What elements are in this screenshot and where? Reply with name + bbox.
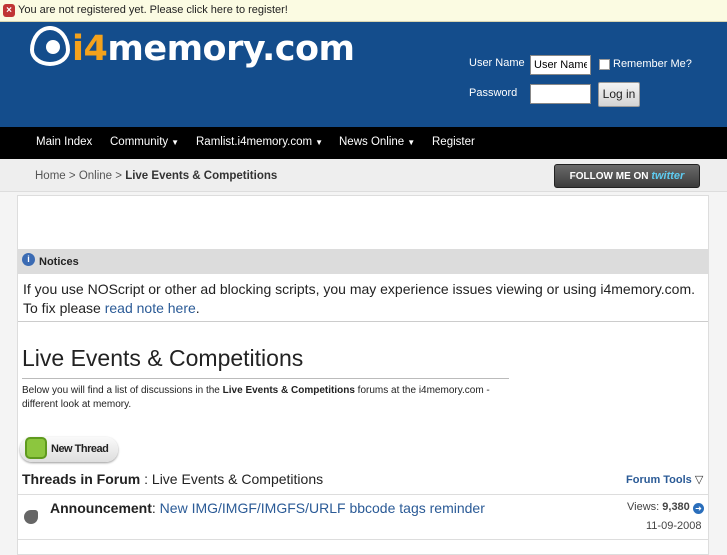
divider <box>22 378 509 379</box>
nav-news-online[interactable]: News Online▼ <box>339 136 416 148</box>
divider <box>18 539 708 540</box>
crumb-online[interactable]: Online <box>78 170 113 182</box>
caret-down-icon: ▼ <box>407 138 416 147</box>
password-input[interactable] <box>530 84 591 104</box>
forum-tools-menu[interactable]: Forum Tools ▽ <box>626 474 704 486</box>
crumb-home[interactable]: Home <box>35 170 66 182</box>
username-input[interactable] <box>530 55 591 75</box>
twitter-logo: twitter <box>651 170 685 182</box>
header <box>0 22 727 127</box>
views-count: Views: 9,380 <box>627 501 690 513</box>
read-note-link[interactable]: read note here <box>104 300 196 316</box>
nav-community[interactable]: Community▼ <box>110 136 180 148</box>
logo-prefix: i4 <box>72 29 108 69</box>
logo-suffix: memory.com <box>107 29 355 69</box>
breadcrumb: Home > Online > Live Events & Competitio… <box>35 170 278 182</box>
megaphone-icon <box>24 510 38 524</box>
remember-checkbox[interactable] <box>599 59 610 70</box>
nav-ramlist[interactable]: Ramlist.i4memory.com▼ <box>196 136 323 148</box>
new-thread-icon <box>25 437 47 459</box>
register-text[interactable]: You are not registered yet. Please click… <box>18 4 288 16</box>
dropdown-triangle-icon: ▽ <box>694 474 704 486</box>
nav-register[interactable]: Register <box>432 136 475 148</box>
notices-header: Notices <box>18 249 708 274</box>
notice-text: If you use NOScript or other ad blocking… <box>23 281 696 316</box>
eye-logo-icon <box>30 26 70 66</box>
main-nav: Main Index Community▼ Ramlist.i4memory.c… <box>0 127 727 159</box>
announcement-row: Announcement: New IMG/IMGF/IMGFS/URLF bb… <box>50 500 485 516</box>
register-bar[interactable]: You are not registered yet. Please click… <box>0 0 727 22</box>
caret-down-icon: ▼ <box>171 138 180 147</box>
password-label: Password <box>469 87 518 99</box>
warning-icon: × <box>3 4 15 17</box>
divider <box>18 321 708 322</box>
forum-description: Below you will find a list of discussion… <box>22 385 490 410</box>
logo[interactable]: i4memory.com <box>30 26 355 69</box>
username-label: User Name <box>469 57 525 69</box>
divider <box>18 494 708 495</box>
caret-down-icon: ▼ <box>315 138 323 147</box>
twitter-follow-button[interactable]: FOLLOW ME ON twitter <box>554 164 700 188</box>
info-icon: i <box>22 253 35 266</box>
go-arrow-icon[interactable]: ➜ <box>693 503 704 514</box>
threads-in-forum-heading: Threads in Forum : Live Events & Competi… <box>22 471 324 487</box>
nav-main-index[interactable]: Main Index <box>36 136 93 148</box>
remember-label: Remember Me? <box>613 58 692 70</box>
page-title: Live Events & Competitions <box>22 345 304 371</box>
announcement-link[interactable]: New IMG/IMGF/IMGFS/URLF bbcode tags remi… <box>159 500 485 516</box>
login-button[interactable]: Log in <box>598 82 640 107</box>
crumb-current: Live Events & Competitions <box>125 170 278 182</box>
announcement-date: 11-09-2008 <box>646 520 702 532</box>
